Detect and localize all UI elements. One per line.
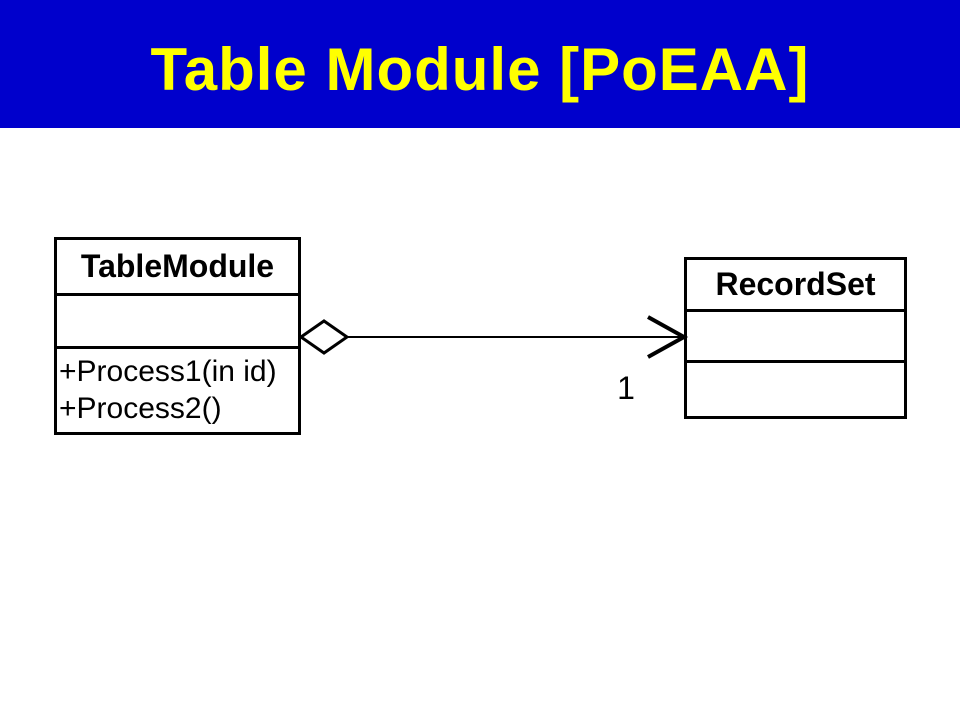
record-set-methods-compartment [687, 363, 904, 416]
uml-class-record-set: RecordSet [684, 257, 907, 419]
aggregation-diamond-icon [298, 319, 350, 355]
method-process2: +Process2() [59, 392, 222, 425]
slide-header: Table Module [PoEAA] [0, 0, 960, 128]
multiplicity-label: 1 [617, 370, 635, 406]
table-module-class-name: TableModule [57, 240, 298, 296]
table-module-attributes-compartment [57, 296, 298, 349]
table-module-methods-compartment: +Process1(in id) +Process2() [57, 349, 298, 432]
method-process1: +Process1(in id) [59, 355, 277, 388]
record-set-attributes-compartment [687, 312, 904, 363]
open-arrowhead-icon [647, 315, 689, 359]
record-set-class-name: RecordSet [687, 260, 904, 312]
uml-class-table-module: TableModule +Process1(in id) +Process2() [54, 237, 301, 435]
slide-title: Table Module [PoEAA] [150, 35, 810, 103]
